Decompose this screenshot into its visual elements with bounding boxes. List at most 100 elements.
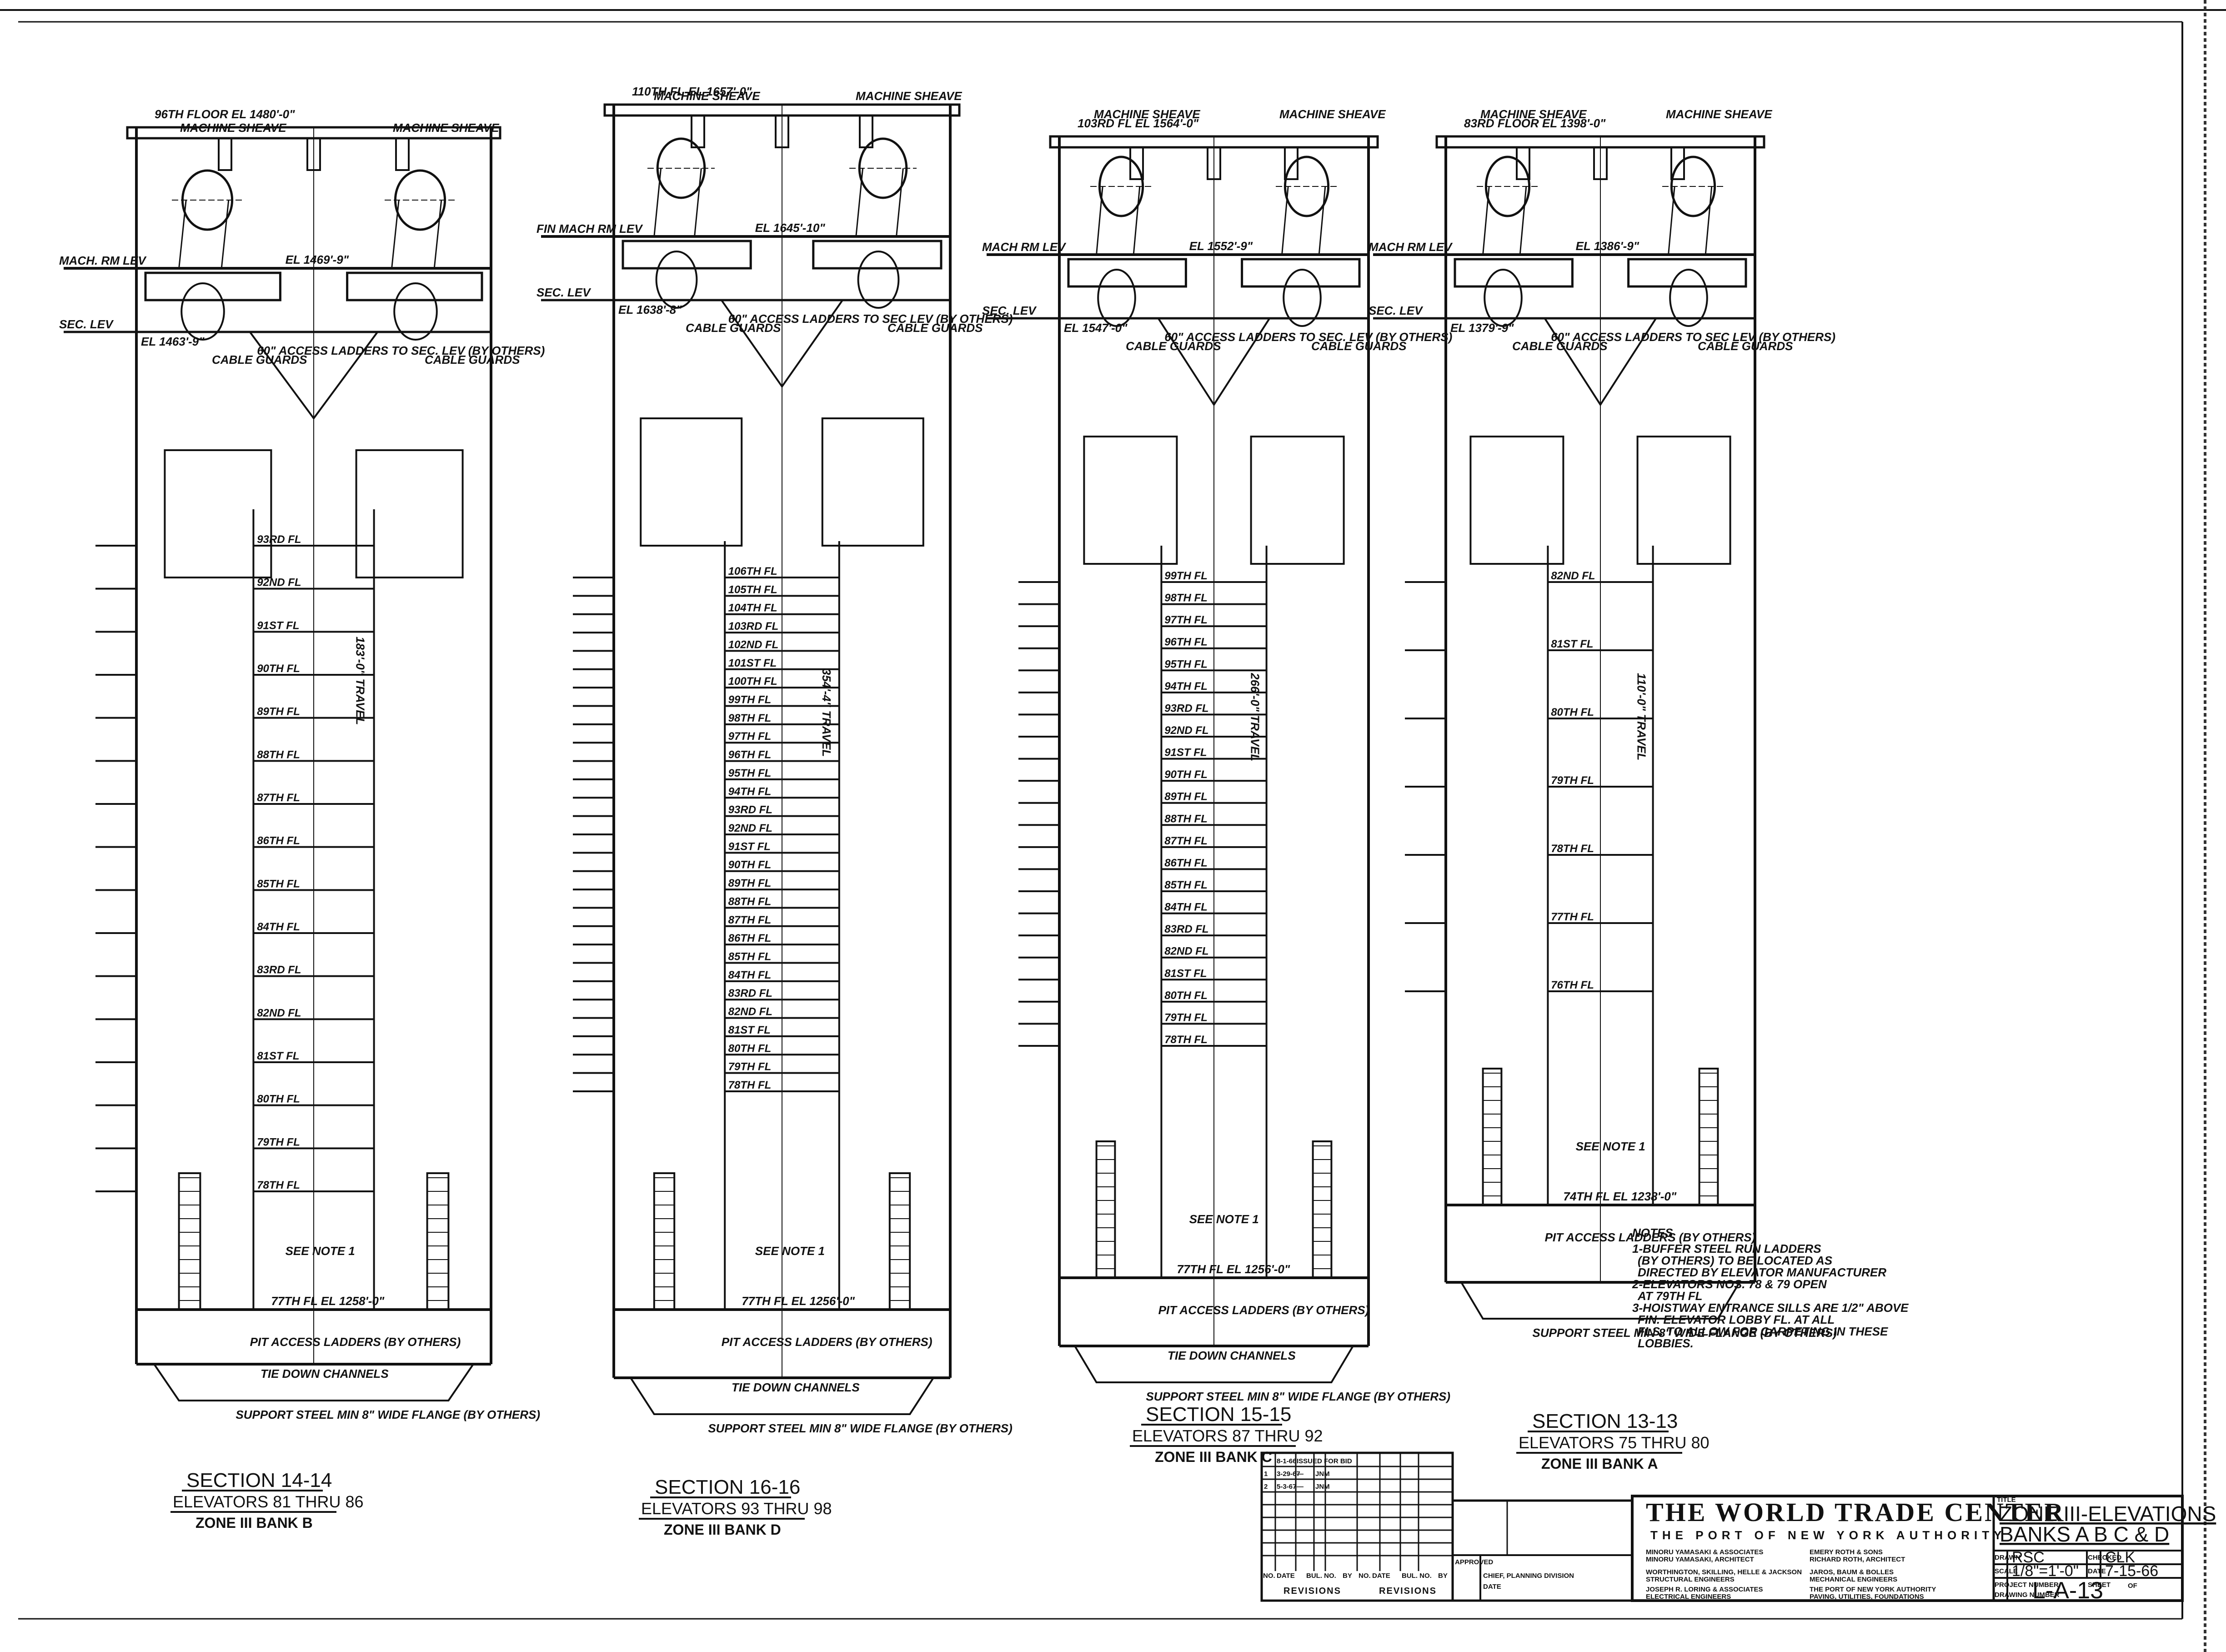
elevator-car-outline [1250,436,1345,565]
section-zone-bank: ZONE III BANK A [1541,1456,1658,1472]
support-steel [1460,1281,1740,1320]
machine-beam-left [622,240,752,270]
revision-col-bulletin: BUL. NO. [1306,1572,1336,1580]
project-number-label: PROJECT NUMBER [1995,1581,2059,1589]
tie-down-channels-label: TIE DOWN CHANNELS [1168,1349,1296,1362]
note-line: FLS. TO ALLOW FOR CARPETING IN THESE [1638,1325,1888,1338]
machine-beam-right [812,240,943,270]
floor-label: 79TH FL [1551,774,1594,787]
pit-ladder [1095,1140,1116,1279]
machine-sheave-label: MACHINE SHEAVE [393,121,499,135]
top-floor-elevation: 110TH FL-EL 1657'-0" [632,85,752,98]
pit-ladder [1482,1068,1503,1206]
deflector-sheave-left [1484,269,1523,327]
floor-label: 93RD FL [728,804,772,816]
revision-col-no: NO. [1263,1572,1275,1580]
firm-name: JAROS, BAUM & BOLLES [1810,1568,1894,1576]
section-zone-bank: ZONE III BANK B [196,1515,313,1531]
revision-by: JNM [1315,1470,1330,1478]
revision-bulletin: — [1297,1470,1304,1478]
revision-number: 1 [1264,1470,1268,1478]
hoist-rope [1133,186,1141,255]
pit-ladders-label: PIT ACCESS LADDERS (BY OTHERS) [1545,1230,1756,1244]
machine-beam-left [144,271,281,301]
steel-beam [218,137,232,171]
title-block: THE WORLD TRADE CENTER THE PORT OF NEW Y… [1631,1495,2216,1604]
elevator-car-outline [1636,436,1731,565]
elevator-car-outline [164,449,272,578]
access-ladders [1544,317,1657,407]
floor-label: 101ST FL [728,657,777,669]
approval-date-label: DATE [1483,1583,1501,1591]
floor-label: 78TH FL [728,1079,772,1091]
general-notes: NOTES 1-BUFFER STEEL RUN LADDERS(BY OTHE… [1632,1226,1909,1350]
support-steel [630,1377,934,1415]
access-ladders-label: 60" ACCESS LADDERS TO SEC LEV (BY OTHERS… [1551,330,1835,344]
floor-label: 93RD FL [1164,702,1208,714]
hoist-rope [1519,186,1527,255]
floor-label: 99TH FL [1164,570,1208,582]
floor-label: 87TH FL [1164,835,1208,847]
pit-ladders-label: PIT ACCESS LADDERS (BY OTHERS) [1158,1303,1369,1317]
floor-label: 105TH FL [728,583,777,596]
floor-label: 81ST FL [257,1050,299,1062]
deflector-sheave-left [655,251,698,309]
hoist-rope [178,200,187,269]
floor-label: 94TH FL [1164,680,1208,693]
project-name: THE WORLD TRADE CENTER [1646,1497,2065,1527]
floor-label: 86TH FL [1164,857,1208,869]
machine-room-elevation: EL 1645'-10" [755,221,826,235]
support-steel [1074,1345,1354,1383]
revision-col-bulletin: BUL. NO. [1402,1572,1432,1580]
hoist-rope [1482,186,1490,255]
machine-room-elevation: EL 1469'-9" [286,253,349,266]
drawing-title-line2: BANKS A B C & D [2000,1522,2169,1546]
machine-beam-left [1454,258,1574,288]
access-ladders [721,299,843,388]
secondary-level-label: SEC. LEV [982,304,1037,317]
approved-label: APPROVED [1455,1558,1493,1566]
floor-label: 76TH FL [1551,979,1594,991]
drawing-number-label: DRAWING NUMBER [1995,1591,2060,1599]
steel-beam [395,137,410,171]
see-note-label: SEE NOTE 1 [286,1244,355,1258]
deflector-sheave-left [1097,269,1136,327]
floor-label: 90TH FL [728,859,772,871]
hoist-rope [653,168,662,237]
floor-label: 80TH FL [1551,706,1594,718]
deflector-sheave-right [393,282,438,341]
notes-heading: NOTES [1632,1226,1673,1240]
floor-label: 96TH FL [728,749,772,761]
floor-label: 90TH FL [1164,768,1208,781]
pit-ladder [1312,1140,1333,1279]
steel-beam [1516,146,1530,180]
support-steel-label: SUPPORT STEEL MIN 8" WIDE FLANGE (BY OTH… [708,1421,1013,1435]
access-ladders [1157,317,1271,407]
floor-label: 97TH FL [728,730,772,743]
note-line: (BY OTHERS) TO BE LOCATED AS [1638,1254,1833,1267]
cable-guards-label: CABLE GUARDS [686,321,781,335]
firm-name: EMERY ROTH & SONS [1810,1548,1883,1556]
section-title: SECTION 15-15 [1146,1403,1291,1426]
note-line: 1-BUFFER STEEL RUN LADDERS [1632,1242,1821,1255]
machine-room-elevation: EL 1386'-9" [1576,239,1639,253]
machine-sheave-label: MACHINE SHEAVE [1480,107,1587,121]
machine-sheave-label: MACHINE SHEAVE [1666,107,1772,121]
floor-label: 80TH FL [728,1042,772,1054]
scale-value: 1/8"=1'-0" [2012,1562,2079,1580]
floor-label: 81ST FL [1551,638,1593,650]
checked-value: CLK [2105,1549,2135,1566]
top-floor-elevation: 83RD FLOOR EL 1398'-0" [1464,116,1606,130]
revisions-label: REVISIONS [1283,1586,1341,1596]
machine-room-level-label: FIN MACH RM LEV [536,222,643,236]
lowest-floor-elevation: 77TH FL EL 1256'-0" [1177,1262,1290,1276]
owner-name: THE PORT OF NEW YORK AUTHORITY [1650,1528,2006,1542]
deflector-sheave-right [1283,269,1322,327]
floor-label: 85TH FL [728,951,772,963]
revision-date: 5-3-67 [1277,1483,1296,1491]
see-note-label: SEE NOTE 1 [755,1244,825,1258]
floor-label: 89TH FL [1164,791,1208,803]
floor-label: 87TH FL [257,792,300,804]
floor-label: 82ND FL [257,1007,301,1019]
